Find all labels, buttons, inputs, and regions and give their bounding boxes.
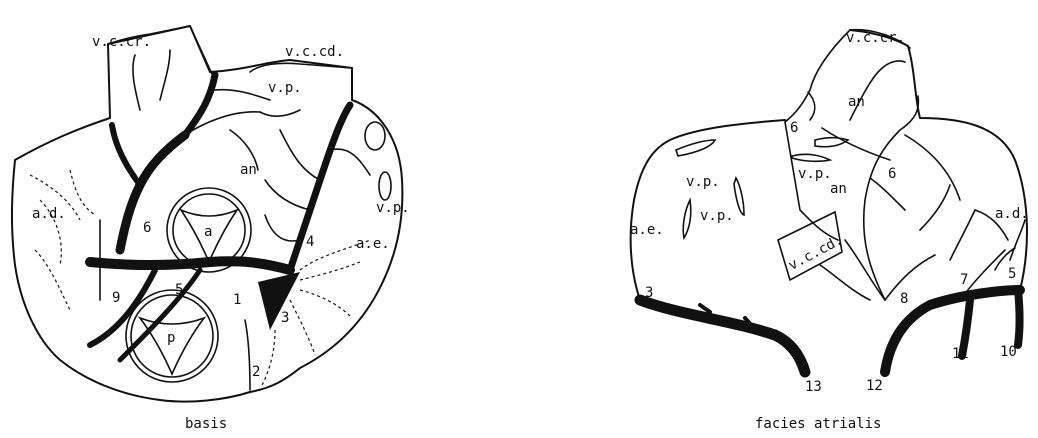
label-6a: 6 xyxy=(790,120,798,136)
label-1: 1 xyxy=(233,292,241,308)
label-6: 6 xyxy=(143,220,151,236)
vessel-main xyxy=(290,105,350,270)
branch xyxy=(822,96,960,300)
vp-oval xyxy=(365,122,385,150)
branch xyxy=(230,110,300,170)
label-12: 12 xyxy=(866,378,883,394)
vessel-main xyxy=(640,300,805,372)
vessel-main xyxy=(1018,290,1020,345)
basis-figure: v.c.cr. v.c.cd. v.p. an a.d. 6 v.p. a.e.… xyxy=(12,26,410,432)
label-an: an xyxy=(240,162,257,178)
label-3: 3 xyxy=(281,310,289,326)
label-vp-top: v.p. xyxy=(268,80,302,96)
branch xyxy=(133,50,270,135)
label-6b: 6 xyxy=(888,166,896,182)
label-p: p xyxy=(167,330,175,346)
label-a: a xyxy=(204,224,212,240)
basis-outline xyxy=(12,26,402,402)
label-5: 5 xyxy=(175,282,183,298)
label-vccr: v.c.cr. xyxy=(92,34,151,50)
vp-slit xyxy=(676,140,715,156)
inner-line xyxy=(245,320,250,390)
label-an-mid: an xyxy=(830,181,847,197)
label-8: 8 xyxy=(900,291,908,307)
label-10: 10 xyxy=(1000,344,1017,360)
label-ae: a.e. xyxy=(630,222,664,238)
label-4: 4 xyxy=(306,234,314,250)
label-ad: a.d. xyxy=(32,206,66,222)
caption-atrialis: facies atrialis xyxy=(755,416,881,432)
label-13: 13 xyxy=(805,379,822,395)
label-7: 7 xyxy=(960,272,968,288)
vp-oval xyxy=(379,172,391,200)
label-vp-left: v.p. xyxy=(686,174,720,190)
label-ae: a.e. xyxy=(356,236,390,252)
atrialis-figure: v.c.cr. an 6 v.p. v.p. an 6 a.e. v.p. v.… xyxy=(630,30,1029,432)
dashed-vessels xyxy=(30,170,95,310)
vessel-main xyxy=(120,135,185,250)
label-vp-right: v.p. xyxy=(376,200,410,216)
atrium-top xyxy=(785,30,850,122)
vp-slit xyxy=(683,200,691,238)
label-5: 5 xyxy=(1008,266,1016,282)
label-vccd: v.c.cd. xyxy=(786,232,846,274)
label-2: 2 xyxy=(252,364,260,380)
label-11: 11 xyxy=(952,346,969,362)
vp-slit xyxy=(815,138,848,147)
label-vccr: v.c.cr. xyxy=(846,30,905,46)
label-9: 9 xyxy=(112,290,120,306)
label-vp-mid: v.p. xyxy=(798,166,832,182)
label-ad: a.d. xyxy=(995,206,1029,222)
label-vccd: v.c.cd. xyxy=(285,44,344,60)
label-vp-low: v.p. xyxy=(700,208,734,224)
vessel-main xyxy=(90,261,290,270)
vp-slit xyxy=(792,154,830,161)
inner-line xyxy=(808,92,815,120)
caption-basis: basis xyxy=(185,416,227,432)
vessel-junction xyxy=(258,272,300,330)
vp-slit xyxy=(734,178,744,215)
branch xyxy=(870,178,1008,300)
vessel-main xyxy=(112,125,140,185)
label-3: 3 xyxy=(645,285,653,301)
label-an-top: an xyxy=(848,94,865,110)
